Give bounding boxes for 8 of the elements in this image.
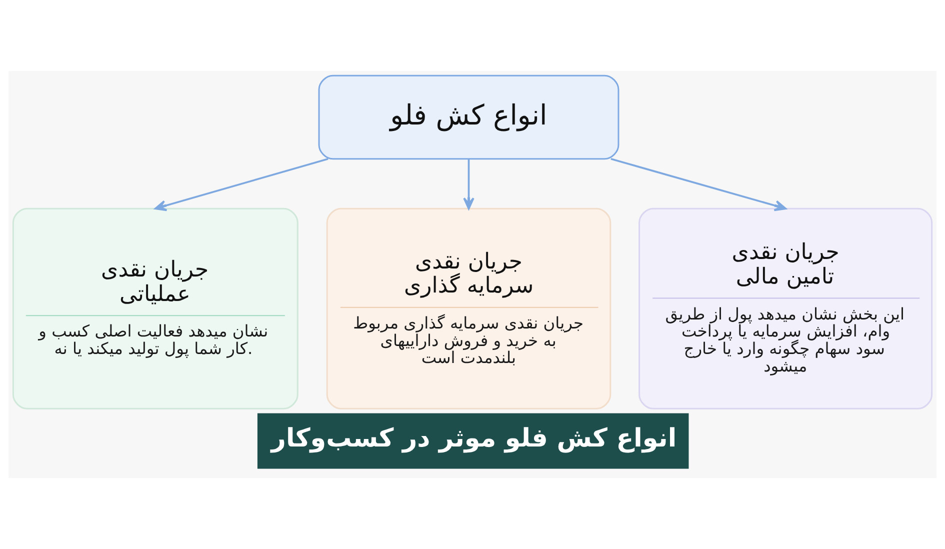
node-box: انواع کش فلو xyxy=(318,74,620,160)
arrow xyxy=(610,158,786,212)
arrow xyxy=(463,159,474,210)
caption: انواع کش فلو موثر در کسب‌وکار xyxy=(271,422,677,452)
arrow xyxy=(154,158,328,212)
node-box: جریان نقدی سرمایه گذاری جریان نقدی سرمایه گذاری مربوط به خرید و فروش داراییهای بلندمدت است xyxy=(326,208,612,410)
node-box: جریان نقدی تامین مالی این بخش نشان میدهد پول از طریق وام، افزایش سرمایه یا پرداخت سود سهام چگونه وارد یا خارج میشود xyxy=(638,208,933,410)
node-box: جریان نقدی عملیاتی نشان میدهد فعالیت اصلی کسب و کار شما پول تولید میکند یا نه. xyxy=(12,208,298,410)
